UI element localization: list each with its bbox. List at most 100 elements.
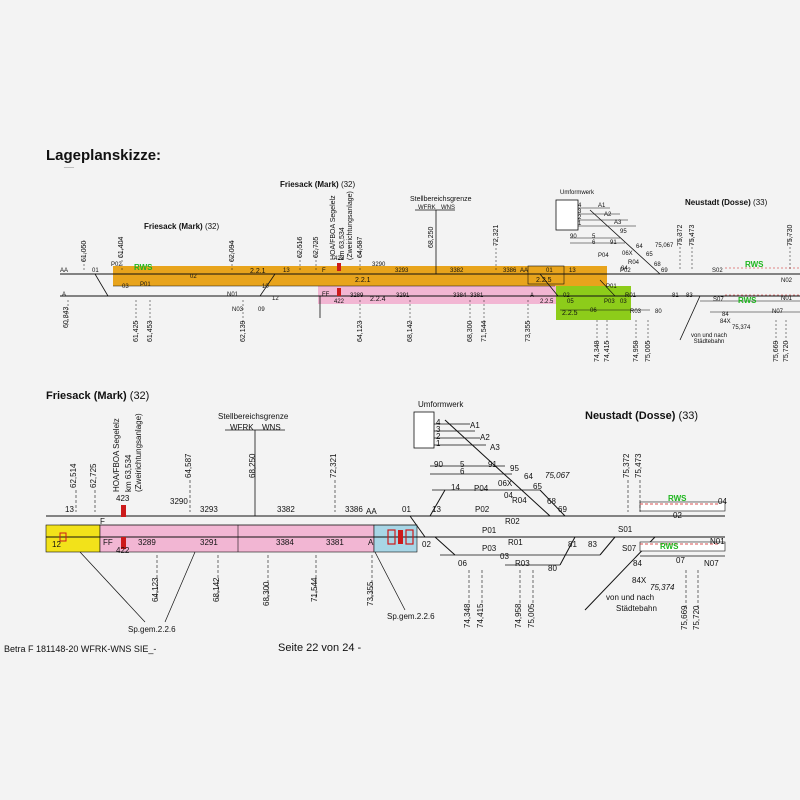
b-km-4: 72,321 [329,453,338,478]
b-64: 64 [524,472,533,481]
top-sig-49: 64 [636,244,643,250]
b-3386: 3386 [345,505,363,514]
b-kmb-7: 74,958 [514,603,523,628]
bottom-hoa: HOA/FBOA Segelelz [112,418,121,492]
b-A1: A1 [470,421,480,430]
b-6: 6 [460,467,465,476]
top-rws-a: RWS [745,260,764,269]
b-P03: P03 [482,544,497,553]
top-zone-225-b: 2.2.5 [562,310,578,317]
b-kmb-5: 74,348 [463,603,472,628]
bottom-km: km 63,534 [124,454,133,492]
top-sig-18: N02 [781,278,793,284]
page-heading-sub: ___ [64,162,75,168]
bottom-sp-left: Sp.gem.2.2.6 [128,625,176,634]
top-sig-54: 90 [570,234,577,240]
top-sig-63: 1 [578,221,582,227]
switch-f [559,536,576,566]
top-sig-70: 03 [620,299,627,305]
b-F: F [100,517,105,526]
marker-423 [121,505,126,517]
b-AA: AA [366,507,377,516]
top-sig-21: P01 [140,282,151,288]
top-sig-43: 84 [722,312,729,318]
top-zone-221-a: 2.2.1 [250,268,266,275]
zone-pink [99,524,375,553]
branch-top-umform [589,209,661,275]
b-A3: A3 [490,443,500,452]
top-sig-9: 3382 [450,268,464,274]
top-sig-68: 06X [622,251,633,257]
top-zone-221-b: 2.2.1 [355,277,371,284]
b-km-5: 75,372 [622,453,631,478]
b-A2: A2 [480,433,490,442]
bottom-rws-a: RWS [668,494,687,503]
b-422: 422 [116,546,130,555]
b-FF: FF [103,538,113,547]
footer-page-number: Seite 22 von 24 - [278,642,362,654]
top-sig-61: 3 [578,209,582,215]
top-wns: WNS [441,205,455,211]
b-3381: 3381 [326,538,344,547]
top-sig-69: 2.2.5 [540,299,554,305]
bottom-station-right: Neustadt (Dosse) (33) [585,410,699,422]
b-07: 07 [676,556,685,565]
top-zone-225-a: 2.2.5 [536,277,552,284]
umformwerk-box [413,411,435,449]
b-95: 95 [510,464,519,473]
switch-top-a [94,273,109,297]
top-rws-c: RWS [134,263,153,272]
b-kmb-0: 64,123 [151,577,160,602]
b-13: 13 [65,505,74,514]
top-sig-31: 3384 [453,293,467,299]
b-kmb-9: 75,669 [680,605,689,630]
b-84: 84 [633,559,642,568]
top-sig-8: 3293 [395,268,409,274]
footer-left: Betra F 181148-20 WFRK-WNS SIE_- [4,644,157,654]
bottom-boundary-label: Stellbereichsgrenze [218,412,289,421]
marker-422 [121,537,126,549]
top-sig-11: AA [520,268,529,274]
b-3291: 3291 [200,538,218,547]
switch-c [539,489,566,517]
top-sig-29: 3289 [350,293,364,299]
b-4: 4 [436,418,441,427]
top-sig-56: 6 [592,240,596,246]
b-75067: 75,067 [545,471,570,480]
b-80: 80 [548,564,557,573]
top-sig-0: AA [60,268,69,274]
b-68: 68 [547,497,556,506]
top-sig-17: S02 [712,268,723,274]
top-sig-4: 13 [283,268,290,274]
b-423: 423 [116,494,130,503]
zone-221-orange [113,266,607,286]
b-R03: R03 [515,559,530,568]
b-03: 03 [500,552,509,561]
switch-top-b [259,273,276,297]
b-3289: 3289 [138,538,156,547]
b-kmb-6: 74,415 [476,603,485,628]
pointer-sp-left-b [164,551,196,623]
b-kmb-1: 68,142 [212,577,221,602]
rws-box-top [639,501,726,512]
b-P04: P04 [474,484,489,493]
top-rws-b: RWS [738,296,757,305]
b-06X: 06X [498,479,513,488]
b-06: 06 [458,559,467,568]
marker-blue-b [398,530,403,544]
branch-umform [444,419,551,517]
top-sig-62: 2 [578,215,582,221]
b-R02: R02 [505,517,520,526]
top-sig-66: 75,067 [655,243,674,249]
top-sig-37: P03 [604,299,615,305]
b-N01: N01 [710,537,725,546]
top-sig-59: A3 [614,220,622,226]
bottom-rws-b: RWS [660,542,679,551]
top-sig-16: 69 [661,268,668,274]
b-3382: 3382 [277,505,295,514]
marker-top-423 [337,263,341,271]
top-sig-35: 06 [590,308,597,314]
switch-e [599,536,616,556]
b-kmb-4: 73,355 [366,581,375,606]
top-sig-1: 01 [92,268,99,274]
